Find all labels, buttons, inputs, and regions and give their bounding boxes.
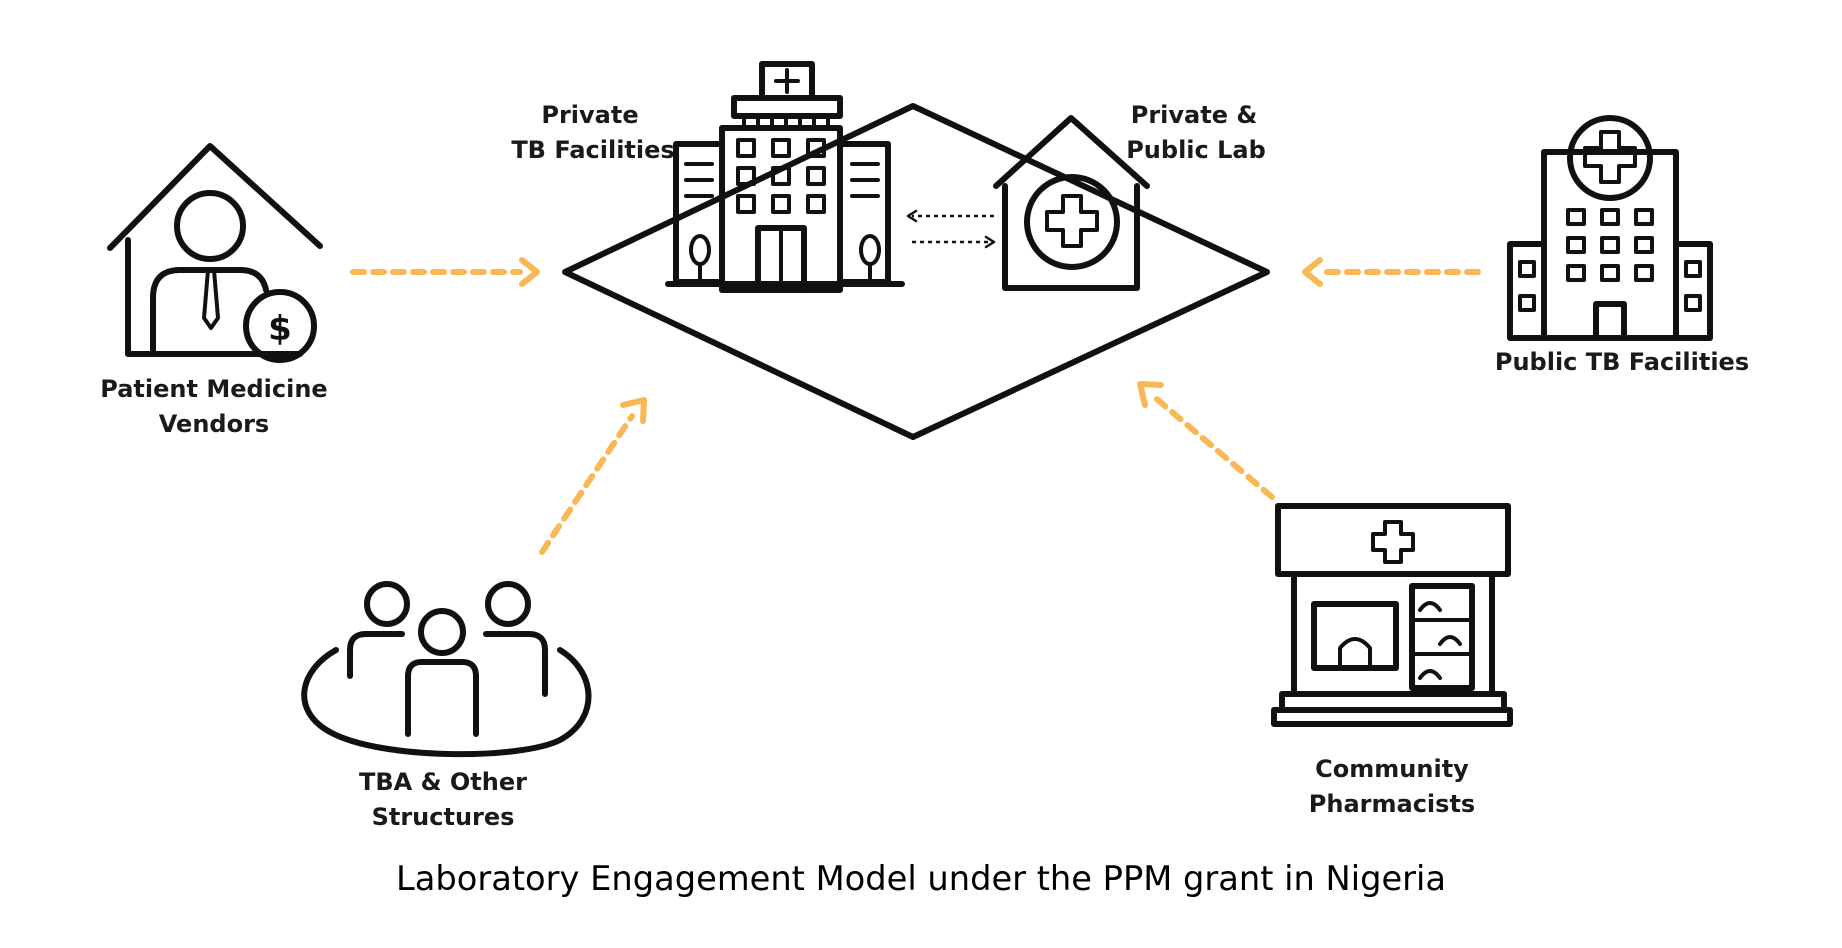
label-private-tb-line2: TB Facilities: [511, 136, 674, 164]
flow-arrow-public-tb: [1302, 257, 1481, 287]
patient-medicine-vendors-icon: $: [107, 143, 323, 363]
label-tba-line1: TBA & Other: [359, 768, 527, 796]
label-tba-line2: Structures: [372, 803, 515, 831]
label-pharmacists-line2: Pharmacists: [1309, 790, 1475, 818]
label-public-tb: Public TB Facilities: [1495, 348, 1749, 376]
facility-lab-link: [906, 209, 996, 249]
label-lab-line1: Private &: [1131, 101, 1258, 129]
tba-structures-icon: [301, 581, 592, 758]
lab-house-icon: [993, 115, 1150, 291]
label-pmv-line2: Vendors: [159, 410, 269, 438]
figure-caption: Laboratory Engagement Model under the PP…: [396, 859, 1446, 899]
flow-arrow-pmv: [350, 257, 540, 287]
central-platform: [562, 103, 1270, 440]
public-tb-facilities-icon: [1507, 115, 1713, 341]
label-lab-line2: Public Lab: [1126, 136, 1266, 164]
svg-text:$: $: [268, 309, 292, 349]
community-pharmacists-icon: [1271, 503, 1513, 727]
label-pmv-line1: Patient Medicine: [100, 375, 327, 403]
flow-arrow-tba: [539, 397, 647, 555]
label-pharmacists-line1: Community: [1315, 755, 1469, 783]
label-private-tb-line1: Private: [541, 101, 638, 129]
flow-arrow-pharmacists: [1137, 381, 1275, 500]
private-tb-facilities-icon: [665, 61, 905, 293]
